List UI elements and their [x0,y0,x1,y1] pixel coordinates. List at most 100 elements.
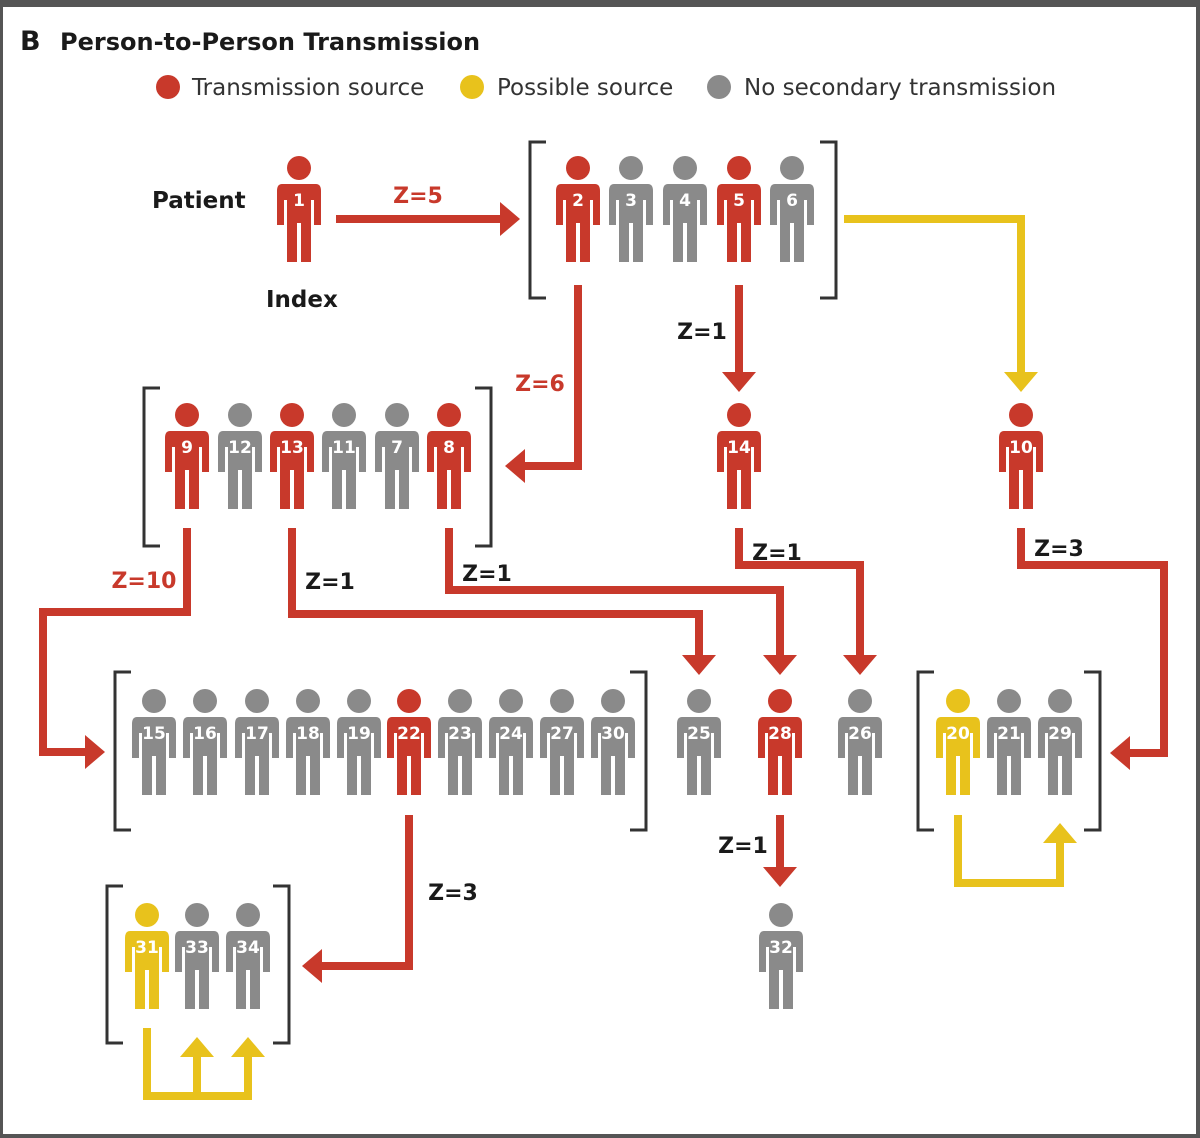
transmission-arrows [39,202,1168,1100]
legend-label-possible: Possible source [497,75,673,101]
patient-figure-1: 1 [276,155,322,263]
patient-number: 11 [332,438,356,458]
patient-number: 10 [1009,438,1033,458]
transmission-arrow-22-to-31 [302,815,413,983]
patient-figure-13: 13 [269,402,315,510]
patient-figure-5: 5 [716,155,762,263]
transmission-arrow-8-to-28 [445,528,797,675]
z-label: Z=1 [462,562,512,587]
z-label: Z=10 [111,569,176,594]
patient-figure-3: 3 [608,155,654,263]
arrow-head-icon [231,1037,265,1057]
arrow-line [445,528,784,655]
patient-figure-9: 9 [164,402,210,510]
patient-figure-18: 18 [285,688,331,796]
patient-figure-11: 11 [321,402,367,510]
arrow-line [288,528,703,655]
patient-number: 15 [142,724,166,744]
z-label: Z=1 [305,570,355,595]
legend: Transmission source Possible source No s… [156,75,1056,101]
arrow-line [39,528,191,756]
patient-number: 19 [347,724,371,744]
patient-number: 32 [769,938,793,958]
transmission-arrow-1-to-2 [336,202,520,236]
arrow-head-icon [682,655,716,675]
arrow-line [322,815,413,970]
bracket-left [916,670,934,832]
patient-number: 18 [296,724,320,744]
z-label: Z=1 [677,320,727,345]
transmission-arrow-2-to-9 [505,285,582,483]
z-label: Z=1 [752,541,802,566]
patient-figure-16: 16 [182,688,228,796]
patient-number: 22 [397,724,421,744]
arrow-head-icon [180,1037,214,1057]
transmission-arrow-5-to-14 [722,285,756,392]
patient-figure-30: 30 [590,688,636,796]
patient-number: 3 [625,191,637,211]
legend-dot-possible [460,75,484,99]
legend-label-source: Transmission source [191,75,424,101]
patient-number: 5 [733,191,745,211]
group-brackets [105,140,1102,1045]
z-label: Z=6 [515,372,565,397]
patient-figure-24: 24 [488,688,534,796]
bracket-right [630,670,648,832]
patient-number: 13 [280,438,304,458]
bracket-left [142,386,160,548]
patient-figure-7: 7 [374,402,420,510]
patient-number: 33 [185,938,209,958]
patient-number: 29 [1048,724,1072,744]
patient-number: 23 [448,724,472,744]
patient-figure-19: 19 [336,688,382,796]
arrow-line [143,1028,252,1100]
patient-number: 21 [997,724,1021,744]
index-label: Index [266,287,338,313]
arrow-head-icon [722,372,756,392]
arrow-line [525,285,582,470]
arrow-head-icon [1043,823,1077,843]
patient-number: 17 [245,724,269,744]
arrow-head-icon [505,449,525,483]
patient-number: 9 [181,438,193,458]
patient-number: 30 [601,724,625,744]
z-label: Z=5 [393,184,443,209]
patient-number: 7 [391,438,403,458]
arrow-head-icon [763,655,797,675]
panel-letter: B [20,26,41,57]
patient-number: 6 [786,191,798,211]
patient-figure-14: 14 [716,402,762,510]
patient-label: Patient [152,188,246,214]
arrow-line [844,215,1025,372]
arrow-head-icon [500,202,520,236]
patient-figure-28: 28 [757,688,803,796]
patient-figure-4: 4 [662,155,708,263]
patient-figure-6: 6 [769,155,815,263]
arrow-line [1017,528,1168,757]
legend-dot-source [156,75,180,99]
patient-figure-20: 20 [935,688,981,796]
patient-number: 31 [135,938,159,958]
arrow-head-icon [763,867,797,887]
transmission-arrow-10-to-20 [1017,528,1168,770]
bracket-right [820,140,838,300]
bracket-left [113,670,131,832]
patient-number: 14 [727,438,751,458]
arrow-head-icon [1004,372,1038,392]
patient-number: 25 [687,724,711,744]
patient-figure-25: 25 [676,688,722,796]
patient-figure-32: 32 [758,902,804,1010]
patient-number: 34 [236,938,260,958]
patient-number: 1 [293,191,305,211]
transmission-arrow-20-to-29 [954,815,1077,887]
bracket-left [528,140,546,300]
arrow-head-icon [843,655,877,675]
patient-figure-27: 27 [539,688,585,796]
transmission-arrow-14-to-26 [735,528,877,675]
transmission-arrow-28-to-32 [763,815,797,887]
arrow-head-icon [302,949,322,983]
transmission-arrow-9-to-15 [39,528,191,769]
patient-number: 4 [679,191,691,211]
